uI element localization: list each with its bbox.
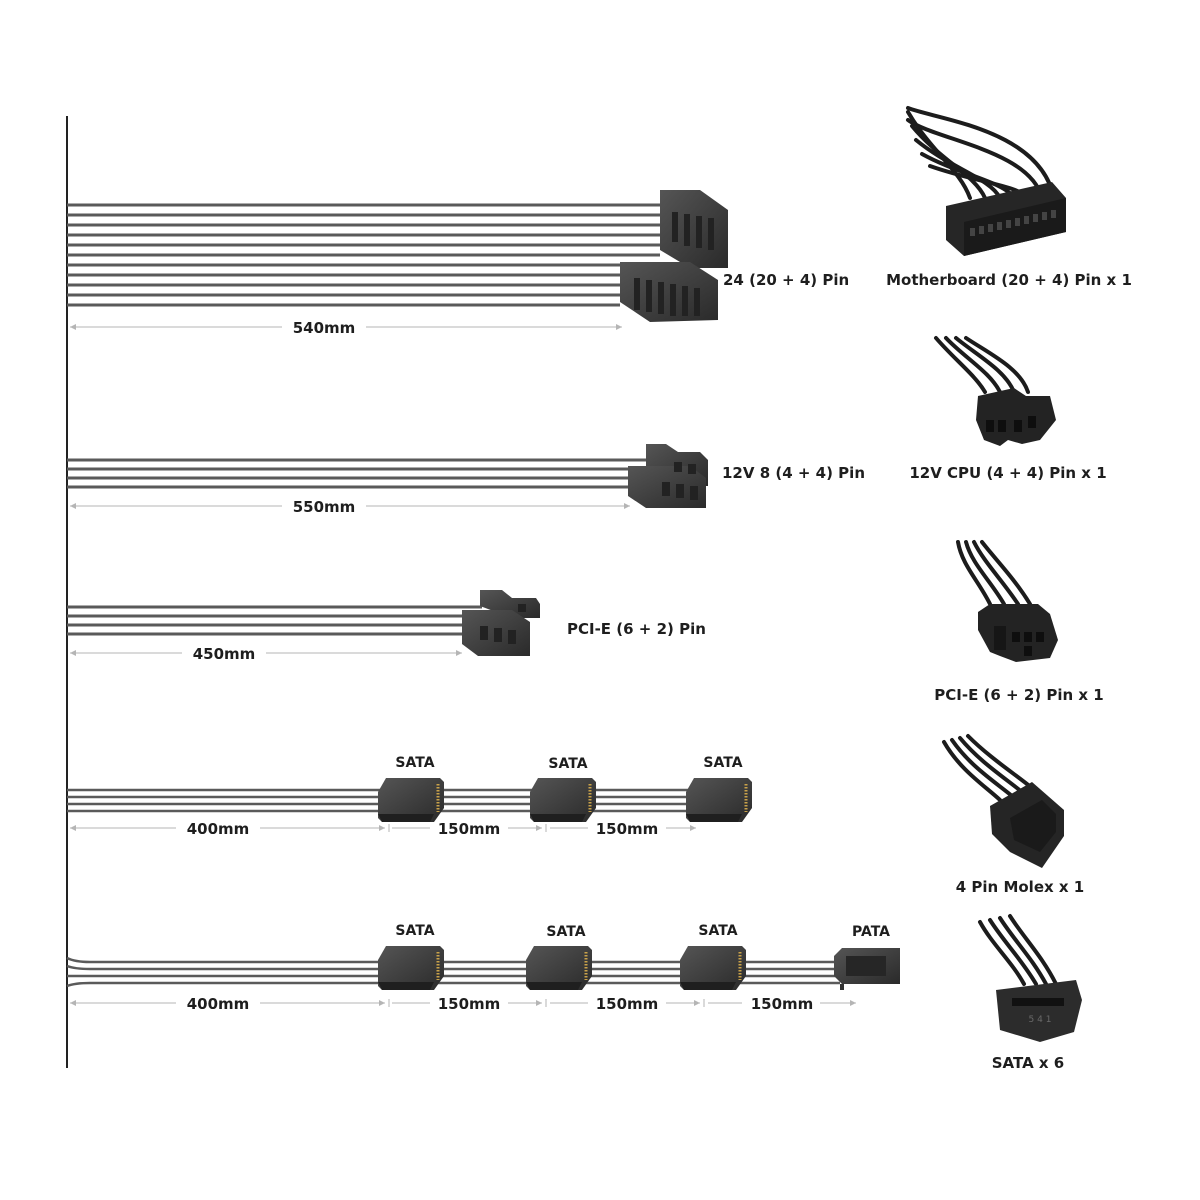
cable-24pin-wires	[67, 203, 660, 307]
eps-8pin-connector	[628, 444, 708, 508]
connector-label: SATA	[698, 923, 737, 939]
sata-icon-marking: 5 4 1	[1029, 1015, 1052, 1025]
motherboard-connector-icon	[906, 106, 1066, 256]
length-label: 540mm	[293, 319, 356, 337]
sata-connector	[680, 946, 746, 990]
connector-label: SATA	[395, 923, 434, 939]
cable-pcie-label: PCI-E (6 + 2) Pin	[567, 620, 706, 638]
connector-list-label: PCI-E (6 + 2) Pin x 1	[934, 686, 1103, 704]
dimension-450: 450mm	[70, 645, 462, 663]
dimension-550: 550mm	[70, 498, 630, 516]
length-label: 550mm	[293, 498, 356, 516]
sata-connector	[530, 778, 596, 822]
cable-12v-8pin: 12V 8 (4 + 4) Pin 550mm	[67, 444, 865, 516]
length-label: 150mm	[596, 995, 659, 1013]
cable-sata-3: SATA SATA SATA 400mm 150mm 150mm	[67, 755, 752, 838]
sata-connector	[686, 778, 752, 822]
pcie-6-2-connector	[462, 590, 540, 656]
length-label: 150mm	[596, 820, 659, 838]
pcie-connector-icon	[956, 540, 1058, 662]
connector-label: SATA	[703, 755, 742, 771]
cable-pcie-wires	[67, 605, 482, 636]
molex-connector-icon	[942, 734, 1064, 868]
cable-12v-label: 12V 8 (4 + 4) Pin	[722, 464, 865, 482]
cable-24pin: 24 (20 + 4) Pin 540mm	[67, 190, 849, 337]
connector-list-label: 12V CPU (4 + 4) Pin x 1	[909, 464, 1106, 482]
connector-label: SATA	[395, 755, 434, 771]
connector-list-label: Motherboard (20 + 4) Pin x 1	[886, 271, 1132, 289]
connector-list-label: SATA x 6	[992, 1054, 1064, 1072]
cable-sata-pata: SATA SATA SATA PATA 400mm 150mm 150mm 15…	[66, 923, 900, 1013]
cable-12v-wires	[67, 458, 650, 489]
connector-label: PATA	[852, 924, 890, 940]
cable-sata-pata-wires	[66, 956, 840, 988]
dimension-sata-3: 400mm 150mm 150mm	[70, 820, 696, 838]
length-label: 150mm	[438, 820, 501, 838]
dimension-sata-pata: 400mm 150mm 150mm 150mm	[70, 995, 856, 1013]
dimension-540: 540mm	[70, 319, 622, 337]
connector-label: SATA	[546, 924, 585, 940]
length-label: 150mm	[438, 995, 501, 1013]
cable-24pin-label: 24 (20 + 4) Pin	[723, 271, 849, 289]
cable-pcie: PCI-E (6 + 2) Pin 450mm	[67, 590, 706, 663]
sata-connector	[526, 946, 592, 990]
sata-connector	[378, 778, 444, 822]
sata-connector	[378, 946, 444, 990]
sata-connector-icon: 5 4 1	[978, 914, 1082, 1042]
connector-label: SATA	[548, 756, 587, 772]
atx-24pin-connector	[620, 190, 728, 322]
length-label: 150mm	[751, 995, 814, 1013]
connector-list-label: 4 Pin Molex x 1	[956, 878, 1084, 896]
length-label: 450mm	[193, 645, 256, 663]
pata-molex-connector	[834, 948, 900, 990]
length-label: 400mm	[187, 995, 250, 1013]
length-label: 400mm	[187, 820, 250, 838]
cpu-connector-icon	[934, 336, 1056, 446]
